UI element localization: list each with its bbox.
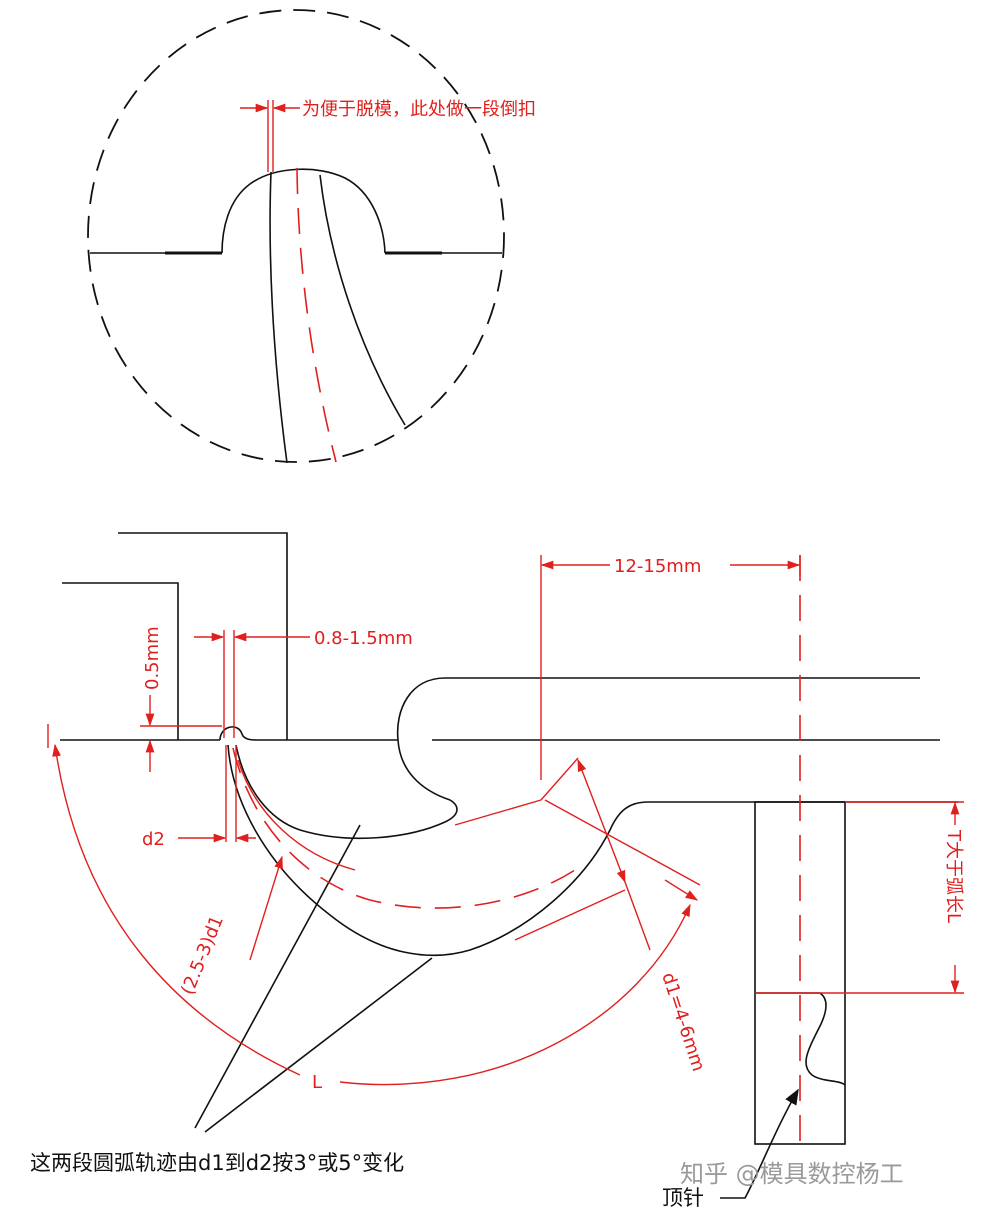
upper-plate-outline: [118, 532, 288, 740]
detail-gate-centerline: [296, 167, 337, 463]
detail-note-text: 为便于脱模，此处做一段倒扣: [302, 99, 536, 120]
arc-track-note: 这两段圆弧轨迹由d1到d2按3°或5°变化: [30, 1151, 404, 1175]
main-section: [60, 532, 958, 1199]
dim-top-span-label: 12-15mm: [614, 556, 701, 577]
dim-arc-width-ext-1: [454, 799, 542, 826]
dim-gap-label: 0.8-1.5mm: [314, 628, 413, 649]
dim-d1-leader: [624, 881, 651, 951]
detail-dome: [221, 168, 386, 254]
dim-arc-width-label: (2.5-3)d1: [177, 913, 228, 998]
ejector-hook: [805, 992, 846, 1086]
dim-d1-ext-top: [540, 757, 579, 801]
dim-d1-arrow-2: [664, 879, 699, 901]
dim-arc-length-label: L: [312, 1072, 322, 1093]
dim-ejector-travel-label: T大于弧长L: [943, 829, 964, 923]
left-plate-outline: [62, 582, 179, 740]
dim-d1-line: [577, 758, 626, 884]
detail-gate-right-curve: [319, 174, 406, 426]
dim-d1-label: d1=4-6mm: [657, 970, 709, 1074]
dim-height-label: 0.5mm: [142, 626, 163, 690]
dim-d1-ext-left: [544, 799, 701, 886]
gate-center-arc: [232, 747, 576, 909]
dim-arc-length-left: [52, 743, 301, 1076]
detail-circle-outline-ellipse: [87, 9, 505, 463]
ejector-leader: [720, 1088, 799, 1199]
dim-arc-width-ext-2: [514, 889, 626, 941]
leader-arc-1: [194, 824, 361, 1129]
detail-gate-left-curve: [269, 171, 288, 464]
gate-bump: [219, 726, 259, 741]
leader-arc-2: [204, 957, 433, 1133]
dimension-layer: 12-15mm 0.8-1.5mm 0.5mm d2 (2.5-3)d1 d1: [47, 555, 964, 1093]
runner-top: [235, 677, 920, 840]
dim-d2-label: d2: [142, 829, 165, 850]
detail-view: 为便于脱模，此处做一段倒扣: [87, 9, 536, 464]
dim-arc-width-arrow: [249, 855, 283, 961]
dim-arc-length-right: [339, 903, 691, 1086]
gate-inner-arc: [237, 759, 356, 871]
watermark: 知乎 @模具数控杨工: [680, 1160, 904, 1188]
ejector-pin-label: 顶针: [662, 1186, 704, 1210]
